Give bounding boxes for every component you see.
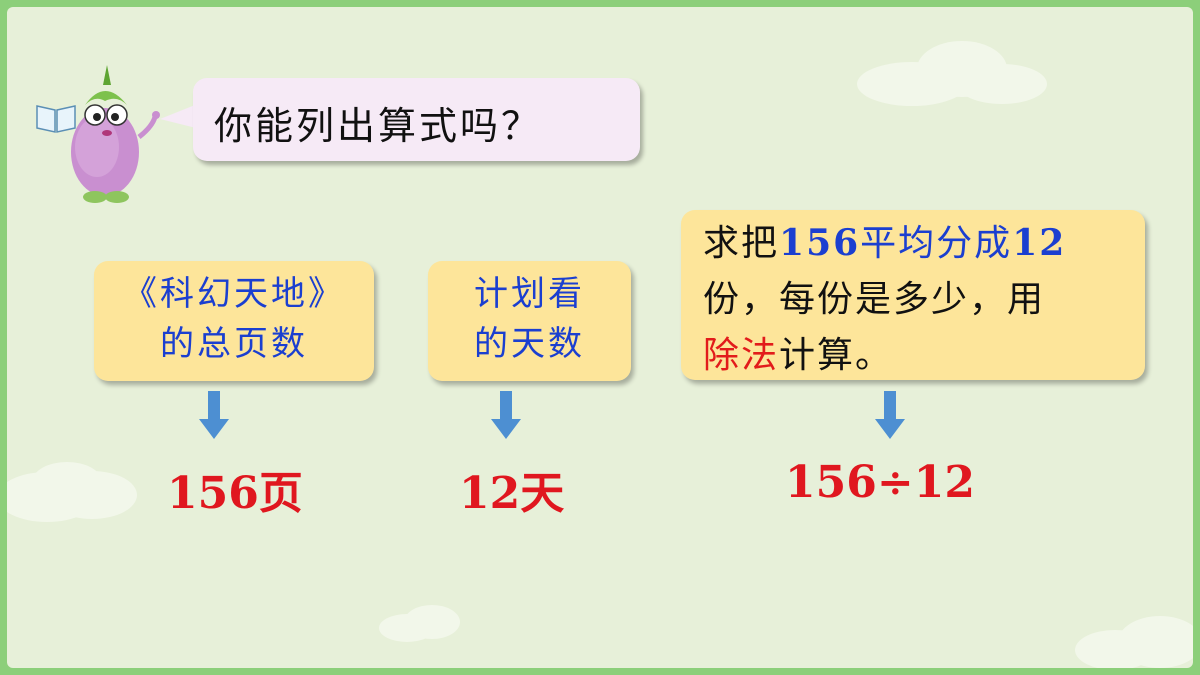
card-total-pages-text: 《科幻天地》 的总页数 <box>94 269 374 369</box>
down-arrow-icon <box>875 391 905 439</box>
question-text: 你能列出算式吗？ <box>214 104 543 148</box>
down-arrow-icon <box>491 391 521 439</box>
explanation-part4: 计算。 <box>779 335 894 376</box>
cloud-icon <box>7 462 137 522</box>
card-total-pages <box>94 261 374 381</box>
cloud-icon <box>857 41 1047 106</box>
explanation-part2: 平均分成 <box>860 223 1013 264</box>
bubble-tail <box>160 103 200 129</box>
card-planned-days-line2: 的天数 <box>474 324 585 364</box>
explanation-part1: 求把 <box>703 223 780 264</box>
explanation-number-12: 12 <box>1012 222 1067 264</box>
cloud-icon <box>379 605 460 642</box>
card-planned-days <box>428 261 631 381</box>
card-explanation <box>681 210 1145 380</box>
explanation-highlight: 除法 <box>703 335 780 376</box>
card-total-pages-line1: 《科幻天地》 <box>123 274 345 314</box>
eggplant-mascot-icon <box>71 65 160 203</box>
card-total-pages-line2: 的总页数 <box>160 324 308 364</box>
explanation-part3: 份，每份是多少，用 <box>703 279 1046 320</box>
card-planned-days-text: 计划看 的天数 <box>428 269 631 369</box>
card-explanation-text: 求把156平均分成12 份，每份是多少，用 除法计算。 <box>703 215 1143 384</box>
book-icon <box>36 105 76 133</box>
explanation-number-156: 156 <box>779 222 861 264</box>
result-total-pages: 156页 <box>167 468 303 519</box>
down-arrow-icon <box>199 391 229 439</box>
result-planned-days: 12天 <box>459 468 565 519</box>
cloud-icon <box>1075 616 1193 668</box>
result-division-expression: 156÷12 <box>785 457 975 508</box>
card-planned-days-line1: 计划看 <box>474 274 585 314</box>
speech-bubble <box>193 78 640 161</box>
slide-canvas: 你能列出算式吗？ 《科幻天地》 的总页数 计划看 的天数 求把156平均分成12… <box>7 7 1193 668</box>
